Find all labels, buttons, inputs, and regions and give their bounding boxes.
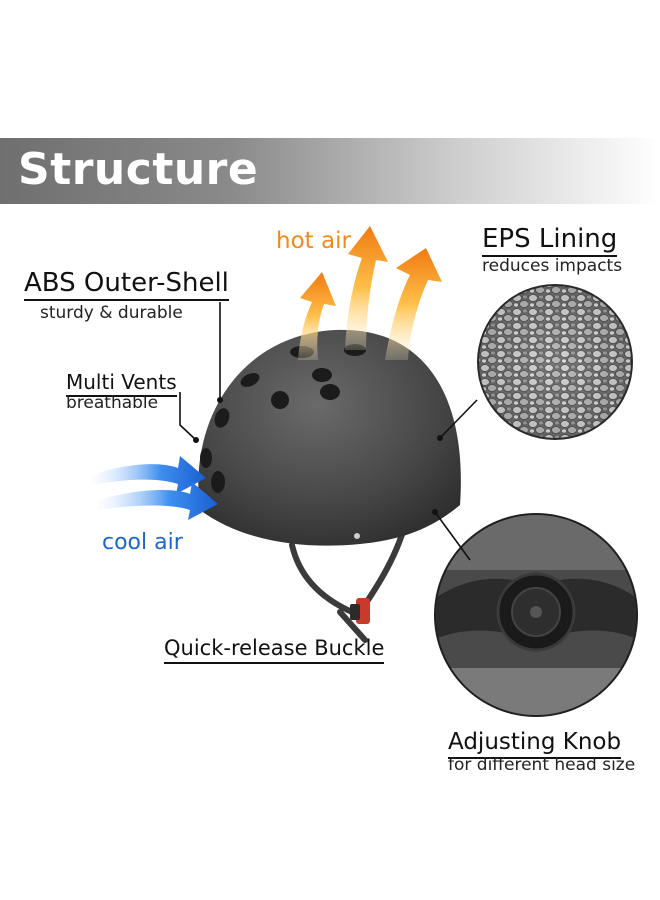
buckle-body: [350, 604, 360, 620]
multi-vents-subtitle: breathable: [66, 393, 159, 413]
structure-banner: [0, 138, 660, 204]
adjusting-knob-subtitle: for different head size: [448, 755, 636, 775]
helmet-shell: [198, 329, 461, 546]
adjusting-knob-title: Adjusting Knob: [448, 731, 622, 759]
abs-shell-subtitle: sturdy & durable: [40, 303, 183, 323]
shell-rivet: [354, 533, 360, 539]
quick-release-buckle-title: Quick-release Buckle: [164, 638, 385, 664]
hot-air-label: hot air: [276, 228, 351, 254]
eps-lining-title: EPS Lining: [482, 226, 618, 257]
adjusting-knob-detail: [434, 513, 638, 717]
eps-lining-subtitle: reduces impacts: [482, 256, 623, 276]
leader-dots: [193, 397, 443, 515]
abs-shell-title: ABS Outer-Shell: [24, 270, 229, 301]
cool-air-label: cool air: [102, 530, 183, 555]
banner-title: Structure: [18, 144, 259, 195]
cool-air-arrow-icon: [92, 456, 218, 520]
leader-lines: [179, 302, 478, 561]
eps-lining-detail: [477, 284, 633, 440]
hot-air-arrow-icon: [298, 226, 442, 360]
multi-vents-title: Multi Vents: [66, 372, 177, 397]
